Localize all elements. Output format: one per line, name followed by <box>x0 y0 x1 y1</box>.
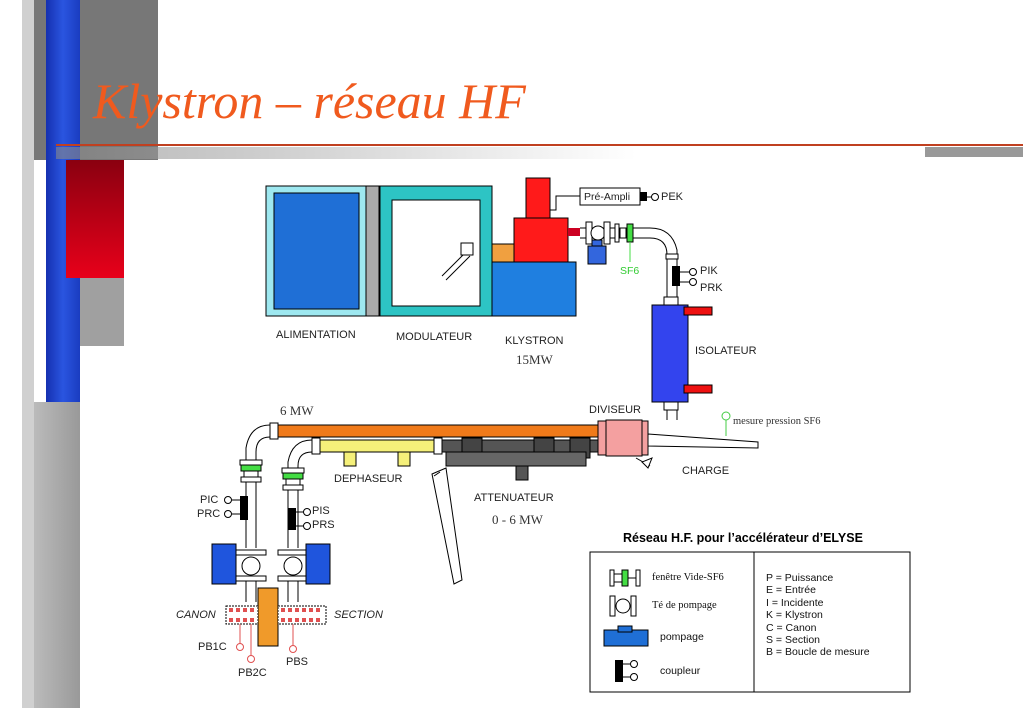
legend-box <box>589 551 911 693</box>
attenuateur-block <box>431 437 599 585</box>
abbrev-item: B = Boucle de mesure <box>766 646 870 659</box>
title-rule-shadow <box>56 147 1023 159</box>
grey-bar-left <box>22 0 34 708</box>
label-attenuateur-range: 0 - 6 MW <box>492 512 543 527</box>
label-section: SECTION <box>334 609 383 621</box>
label-pek: PEK <box>661 191 684 203</box>
legend-label-coupler: coupleur <box>660 665 701 677</box>
legend-label-window: fenêtre Vide-SF6 <box>652 572 724 583</box>
modulateur-block <box>379 185 493 317</box>
label-pic: PIC <box>200 494 219 506</box>
grey-bar-light <box>80 278 124 346</box>
dephaseur-block <box>287 437 443 470</box>
sf6-window-k <box>614 223 634 262</box>
legend-title: Réseau H.F. pour l’accélérateur d’ELYSE <box>623 531 863 545</box>
label-isolateur: ISOLATEUR <box>695 345 757 357</box>
title-rule-right-shadow <box>925 147 1023 157</box>
legend-abbreviations: P = Puissance E = Entrée I = Incidente K… <box>766 572 870 659</box>
abbrev-item: K = Klystron <box>766 609 823 622</box>
slide-decoration <box>0 0 160 708</box>
legend-label-pump: pompage <box>660 631 704 643</box>
label-klystron-power: 15MW <box>516 352 553 367</box>
label-alimentation: ALIMENTATION <box>276 329 356 341</box>
flange-k <box>665 253 679 260</box>
charge-block <box>635 411 759 469</box>
label-charge: CHARGE <box>682 465 730 477</box>
abbrev-item: E = Entrée <box>766 584 816 597</box>
pump-icon <box>603 625 649 647</box>
abbrev-item: I = Incidente <box>766 596 824 609</box>
pre-ampli-block <box>550 187 659 211</box>
label-pis: PIS <box>312 505 330 517</box>
pumping-tee-k <box>585 221 611 265</box>
label-dephaseur: DEPHASEUR <box>334 473 403 485</box>
label-klystron: KLYSTRON <box>505 335 564 347</box>
legend-label-pumping-tee: Té de pompage <box>652 600 717 611</box>
slide-title: Klystron – réseau HF <box>93 73 526 129</box>
canon-branch <box>211 459 267 602</box>
label-mesure-pression: mesure pression SF6 <box>733 416 821 427</box>
abbrev-item: P = Puissance <box>766 572 834 584</box>
label-sf6: SF6 <box>620 265 640 277</box>
canon-section-assembly <box>225 587 327 663</box>
label-6mw: 6 MW <box>280 403 314 418</box>
label-pb1c: PB1C <box>198 641 227 653</box>
label-prc: PRC <box>197 508 221 520</box>
label-prs: PRS <box>312 519 335 531</box>
isolateur-block <box>651 296 713 420</box>
coupler-icon <box>615 660 638 682</box>
coupler-k <box>672 266 697 286</box>
title-rule <box>56 144 1023 146</box>
label-pb2c: PB2C <box>238 667 267 679</box>
label-prk: PRK <box>700 282 723 294</box>
diviseur-block <box>597 419 649 457</box>
alimentation-block <box>265 185 380 317</box>
label-attenuateur: ATTENUATEUR <box>474 492 554 504</box>
abbrev-item: C = Canon <box>766 621 817 634</box>
klystron-block <box>491 177 580 317</box>
waveguide-6mw <box>245 422 599 462</box>
pumping-tee-icon <box>609 595 637 617</box>
red-bar <box>66 160 124 278</box>
label-pre-ampli: Pré-Ampli <box>584 191 631 203</box>
label-diviseur: DIVISEUR <box>589 404 641 416</box>
grey-bar-lower <box>34 402 80 708</box>
section-branch <box>277 467 331 602</box>
label-canon: CANON <box>176 609 216 621</box>
abbrev-item: S = Section <box>766 634 820 647</box>
label-pik: PIK <box>700 265 718 277</box>
label-pbs: PBS <box>286 656 309 668</box>
label-modulateur: MODULATEUR <box>396 331 473 343</box>
window-icon <box>609 569 641 587</box>
